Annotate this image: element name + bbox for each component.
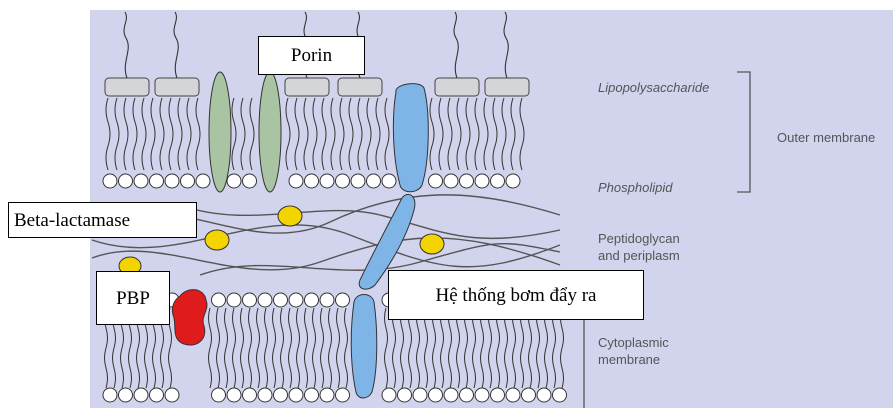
phospholipid-label: Phospholipid bbox=[598, 179, 672, 196]
inner-phospholipid-head bbox=[444, 388, 458, 402]
inner-phospholipid-head bbox=[336, 388, 350, 402]
outer-phospholipid-head bbox=[367, 174, 381, 188]
outer-phospholipid-head bbox=[444, 174, 458, 188]
lipopolysaccharide-label: Lipopolysaccharide bbox=[598, 79, 709, 96]
inner-phospholipid-head bbox=[336, 293, 350, 307]
inner-phospholipid-head bbox=[491, 388, 505, 402]
inner-phospholipid-head bbox=[289, 293, 303, 307]
lps-cap bbox=[155, 78, 199, 96]
lps-cap bbox=[435, 78, 479, 96]
inner-phospholipid-head bbox=[320, 293, 334, 307]
lps-cap bbox=[105, 78, 149, 96]
outer-phospholipid-head bbox=[460, 174, 474, 188]
efflux-pump-inner-segment bbox=[351, 295, 377, 399]
inner-phospholipid-head bbox=[134, 388, 148, 402]
porin-callout: Porin bbox=[258, 36, 365, 75]
inner-phospholipid-head bbox=[243, 388, 257, 402]
inner-phospholipid-head bbox=[258, 293, 272, 307]
inner-phospholipid-head bbox=[212, 388, 226, 402]
peptidoglycan-label: Peptidoglycan and periplasm bbox=[598, 230, 680, 264]
lps-cap bbox=[485, 78, 529, 96]
pbp-callout: PBP bbox=[96, 271, 170, 325]
inner-phospholipid-head bbox=[475, 388, 489, 402]
pbp-protein bbox=[172, 290, 207, 345]
efflux-pump-callout: Hệ thống bơm đẩy ra bbox=[388, 270, 644, 320]
efflux-pump-outer-segment bbox=[393, 84, 428, 192]
inner-phospholipid-head bbox=[305, 388, 319, 402]
beta-lactamase-enzyme bbox=[205, 230, 229, 250]
inner-phospholipid-head bbox=[289, 388, 303, 402]
inner-phospholipid-head bbox=[119, 388, 133, 402]
inner-phospholipid-head bbox=[320, 388, 334, 402]
outer-phospholipid-head bbox=[134, 174, 148, 188]
inner-phospholipid-head bbox=[460, 388, 474, 402]
beta-lactamase-enzyme bbox=[420, 234, 444, 254]
inner-phospholipid-head bbox=[274, 388, 288, 402]
cytoplasmic-membrane-label: Cytoplasmic membrane bbox=[598, 334, 669, 368]
inner-phospholipid-head bbox=[553, 388, 567, 402]
outer-phospholipid-head bbox=[382, 174, 396, 188]
inner-phospholipid-head bbox=[212, 293, 226, 307]
inner-phospholipid-head bbox=[506, 388, 520, 402]
inner-phospholipid-head bbox=[227, 293, 241, 307]
outer-phospholipid-head bbox=[351, 174, 365, 188]
outer-phospholipid-head bbox=[289, 174, 303, 188]
diagram-background bbox=[90, 10, 893, 408]
inner-phospholipid-head bbox=[522, 388, 536, 402]
beta-lactamase-enzyme bbox=[278, 206, 302, 226]
inner-phospholipid-head bbox=[150, 388, 164, 402]
lps-cap bbox=[338, 78, 382, 96]
outer-phospholipid-head bbox=[103, 174, 117, 188]
outer-phospholipid-head bbox=[475, 174, 489, 188]
outer-phospholipid-head bbox=[181, 174, 195, 188]
outer-membrane-label: Outer membrane bbox=[777, 129, 875, 146]
inner-phospholipid-head bbox=[537, 388, 551, 402]
outer-phospholipid-head bbox=[243, 174, 257, 188]
outer-phospholipid-head bbox=[320, 174, 334, 188]
outer-phospholipid-head bbox=[506, 174, 520, 188]
inner-phospholipid-head bbox=[398, 388, 412, 402]
outer-phospholipid-head bbox=[336, 174, 350, 188]
outer-phospholipid-head bbox=[165, 174, 179, 188]
outer-phospholipid-head bbox=[196, 174, 210, 188]
outer-phospholipid-head bbox=[429, 174, 443, 188]
inner-phospholipid-head bbox=[413, 388, 427, 402]
inner-phospholipid-head bbox=[382, 388, 396, 402]
outer-phospholipid-head bbox=[305, 174, 319, 188]
outer-phospholipid-head bbox=[119, 174, 133, 188]
inner-phospholipid-head bbox=[258, 388, 272, 402]
inner-phospholipid-head bbox=[243, 293, 257, 307]
inner-phospholipid-head bbox=[227, 388, 241, 402]
inner-phospholipid-head bbox=[103, 388, 117, 402]
lps-caps bbox=[105, 78, 529, 96]
inner-phospholipid-head bbox=[429, 388, 443, 402]
lps-cap bbox=[285, 78, 329, 96]
inner-phospholipid-head bbox=[305, 293, 319, 307]
beta-lactamase-callout: Beta-lactamase bbox=[8, 202, 197, 238]
porin-protein bbox=[259, 72, 281, 192]
inner-phospholipid-head bbox=[274, 293, 288, 307]
inner-phospholipid-head bbox=[165, 388, 179, 402]
outer-phospholipid-head bbox=[491, 174, 505, 188]
outer-phospholipid-head bbox=[150, 174, 164, 188]
outer-phospholipid-head bbox=[227, 174, 241, 188]
porin-protein bbox=[209, 72, 231, 192]
